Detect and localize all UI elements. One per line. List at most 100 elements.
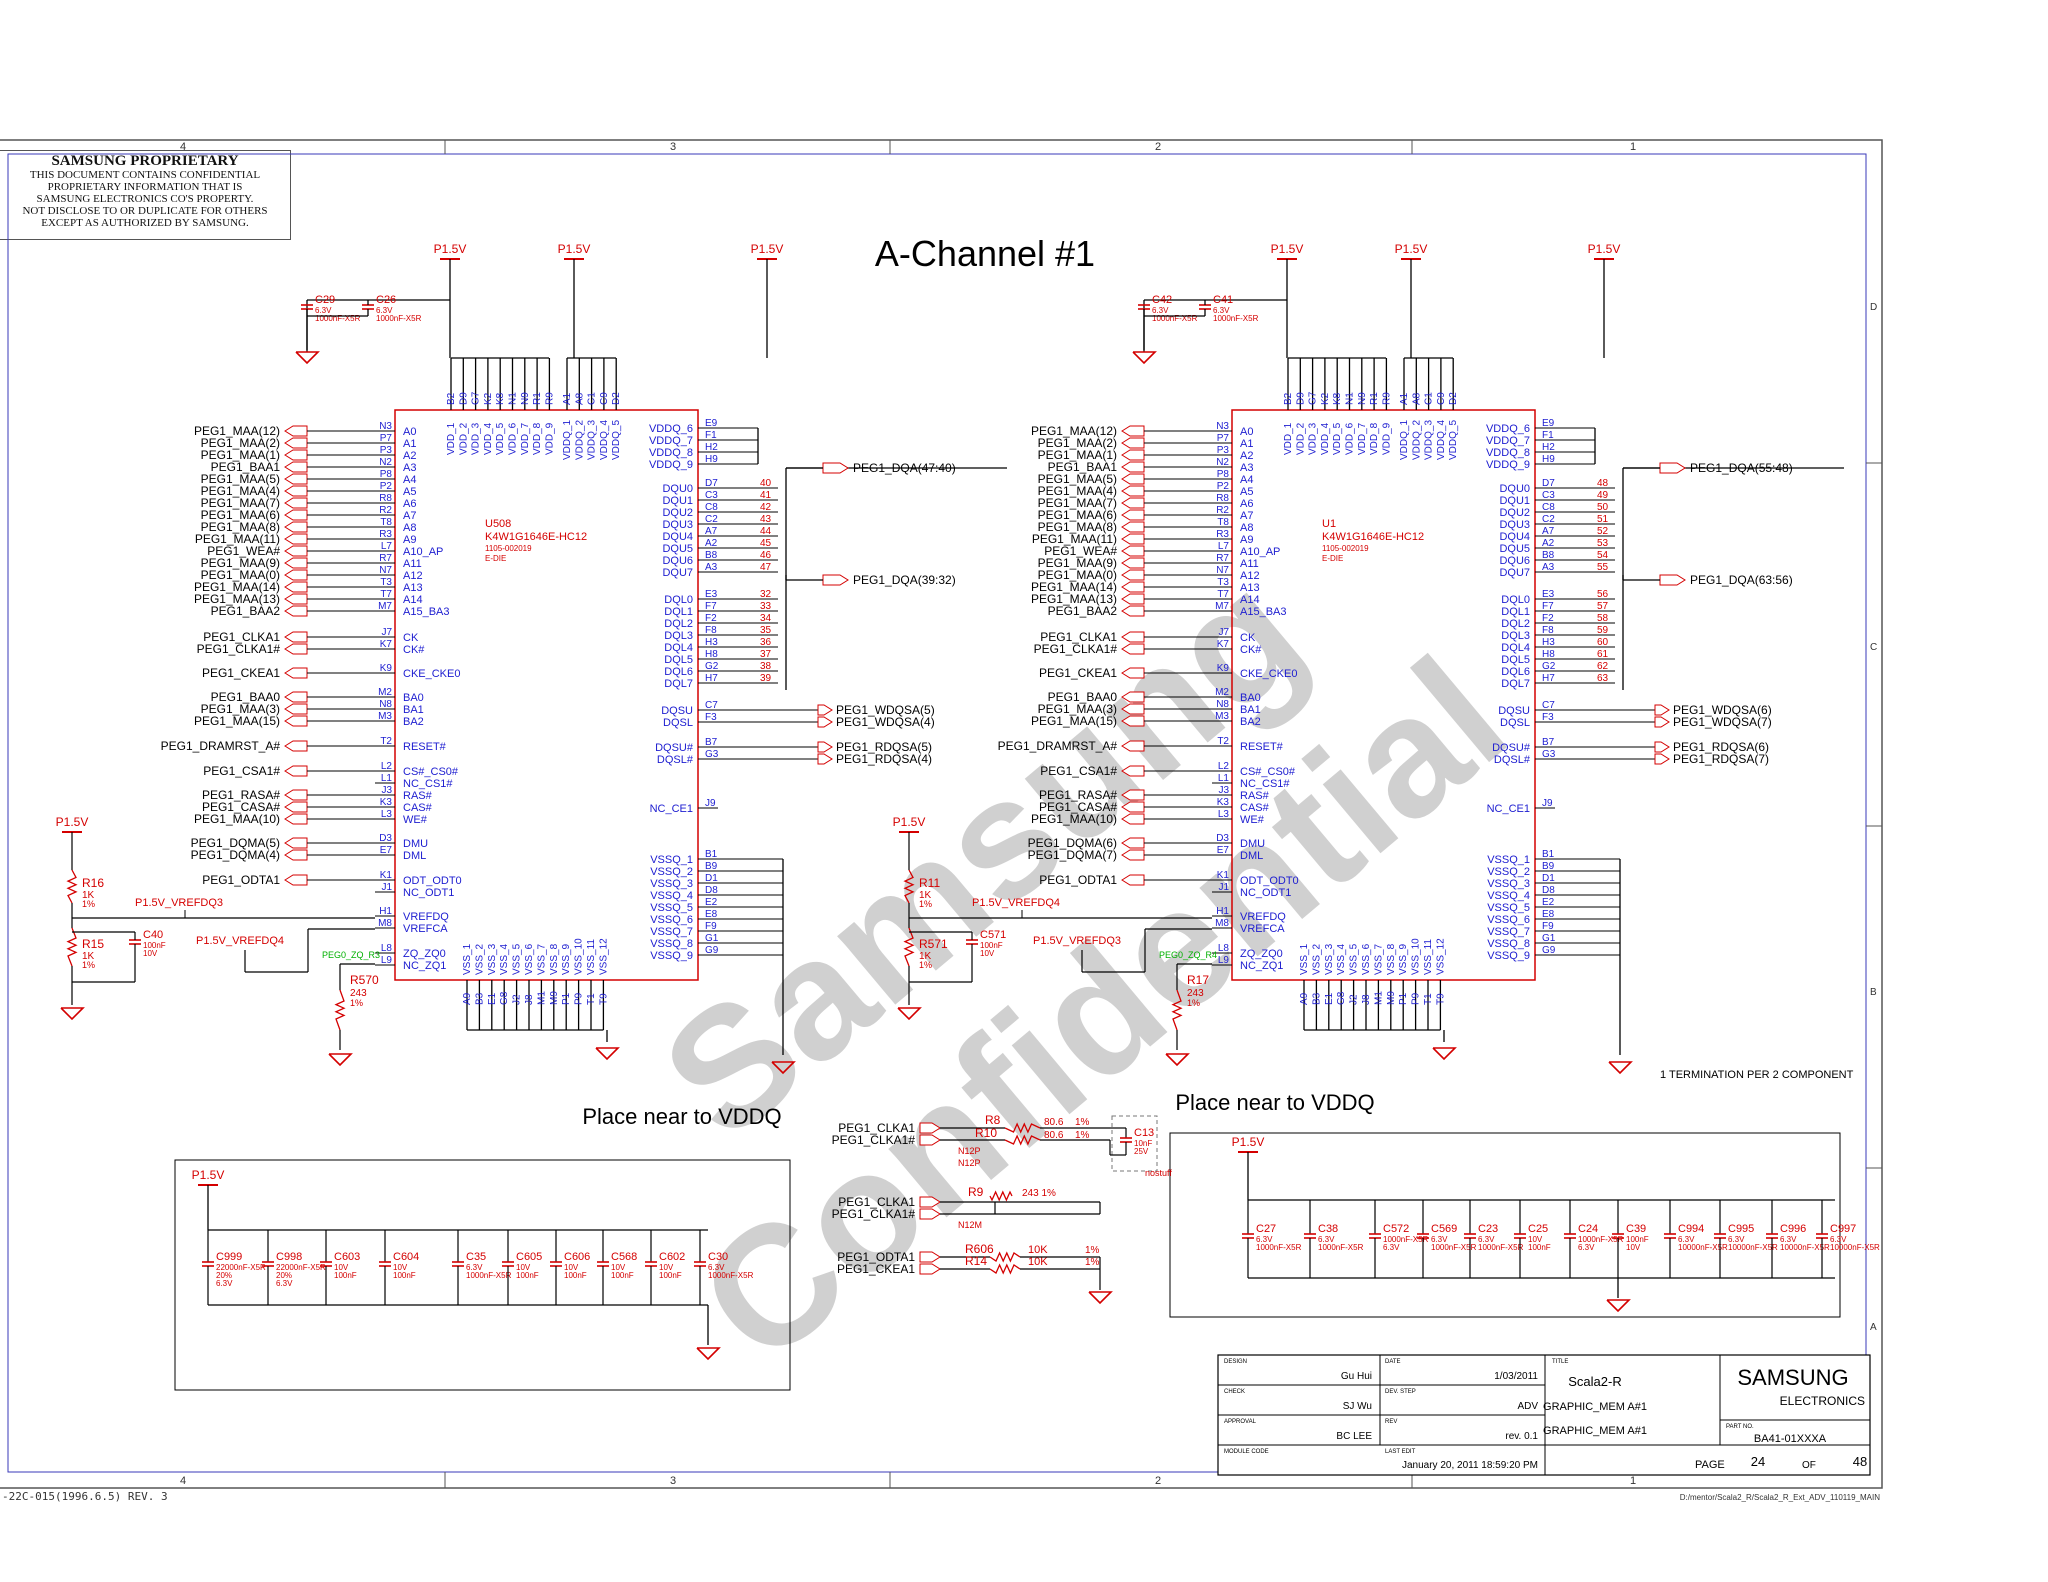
pin-label: VDDQ_6 xyxy=(649,423,693,435)
ground-symbol xyxy=(328,1053,353,1067)
pin-number: D2 xyxy=(611,392,622,405)
pin-label: RAS# xyxy=(403,790,433,802)
pin-label: A4 xyxy=(1240,474,1253,486)
pin-label: A9 xyxy=(403,534,416,546)
capacitor-value: 10000nF-X5R xyxy=(1830,1243,1880,1252)
offpage-connector xyxy=(284,703,308,715)
offpage-connector xyxy=(817,753,833,765)
capacitor-ref: C42 xyxy=(1152,294,1172,306)
capacitor-value: 6.3V xyxy=(1256,1235,1273,1244)
pin-label: DQL7 xyxy=(1501,678,1530,690)
pin-number: J2 xyxy=(512,994,523,1005)
net-label: N12P xyxy=(958,1158,981,1168)
ic-part-number: K4W1G1646E-HC12 xyxy=(485,531,587,543)
pin-number: L8 xyxy=(381,943,393,954)
offpage-connector xyxy=(284,497,308,509)
resistor-value: 1% xyxy=(1075,1130,1090,1141)
pin-number: P7 xyxy=(380,433,393,444)
pin-label: VSSQ_1 xyxy=(1487,854,1530,866)
ground-symbol xyxy=(295,351,320,365)
pin-number: R9 xyxy=(1381,392,1392,405)
pin-number: E7 xyxy=(380,845,393,856)
power-label: P1.5V xyxy=(1271,242,1304,256)
pin-number: P3 xyxy=(380,445,393,456)
net-label: PEG1_WEA# xyxy=(1044,544,1117,558)
pin-number: P2 xyxy=(380,481,393,492)
pin-label: BA0 xyxy=(1240,692,1261,704)
pin-label: VSS_3 xyxy=(1324,943,1335,975)
pin-number: H7 xyxy=(1542,673,1555,684)
bit-index: 46 xyxy=(760,550,772,561)
resistor xyxy=(334,989,346,1031)
pin-number: D1 xyxy=(1542,873,1555,884)
capacitor-value: 100nF xyxy=(611,1271,634,1280)
pin-label: VDD_1 xyxy=(1283,422,1294,455)
offpage-connector xyxy=(284,437,308,449)
net-label: PEG1_DQMA(4) xyxy=(191,848,280,862)
net-label: PEG1_CLKA1 xyxy=(1040,630,1117,644)
tb-subtitle: GRAPHIC_MEM A#1 xyxy=(1543,1425,1647,1437)
capacitor-value: 6.3V xyxy=(1152,306,1169,315)
ground-symbol xyxy=(595,1047,620,1061)
pin-number: L2 xyxy=(1218,761,1230,772)
pin-label: NC_ZQ1 xyxy=(1240,960,1283,972)
resistor-ref: R11 xyxy=(919,876,940,890)
net-label: PEG1_MAA(3) xyxy=(1038,702,1117,716)
pin-number: D8 xyxy=(705,885,718,896)
offpage-connector xyxy=(284,605,308,617)
ground-symbol xyxy=(295,351,320,365)
capacitor-value: 10V xyxy=(564,1263,579,1272)
pin-label: VDD_7 xyxy=(520,422,531,455)
pin-number: B1 xyxy=(1542,849,1555,860)
pin-number: C1 xyxy=(587,392,598,405)
pin-label: CK xyxy=(1240,632,1256,644)
pin-number: D2 xyxy=(1448,392,1459,405)
power-label: P1.5V xyxy=(893,815,926,829)
pin-number: F7 xyxy=(1542,601,1554,612)
pin-label: VSSQ_3 xyxy=(650,878,693,890)
offpage-connector xyxy=(919,1122,941,1134)
resistor-value: 1% xyxy=(1187,998,1200,1008)
pin-number: N9 xyxy=(1357,392,1368,405)
pin-number: F3 xyxy=(705,712,717,723)
bit-index: 38 xyxy=(760,661,772,672)
pin-number: G8 xyxy=(499,991,510,1005)
pin-label: DQL5 xyxy=(664,654,693,666)
ground-symbol xyxy=(1608,1061,1633,1075)
offpage-connector xyxy=(284,765,308,777)
pin-label: A11 xyxy=(403,558,422,570)
pin-label: A12 xyxy=(403,570,423,582)
offpage-connector xyxy=(284,691,308,703)
net-label: PEG1_CLKA1# xyxy=(1034,642,1118,656)
pin-number: D9 xyxy=(458,392,469,405)
proprietary-line: NOT DISCLOSE TO OR DUPLICATE FOR OTHERS xyxy=(22,205,268,217)
pin-label: VSSQ_5 xyxy=(650,902,693,914)
offpage-connector xyxy=(284,789,308,801)
net-label: PEG1_DQMA(6) xyxy=(1028,836,1117,850)
pin-number: A7 xyxy=(705,526,718,537)
pin-label: VDDQ_5 xyxy=(1448,420,1459,460)
capacitor-value: 10V xyxy=(516,1263,531,1272)
pin-number: N7 xyxy=(379,565,392,576)
offpage-connector xyxy=(284,557,308,569)
pin-label: VSSQ_8 xyxy=(1487,938,1530,950)
pin-number: B1 xyxy=(705,849,718,860)
ground-symbol xyxy=(897,1007,922,1021)
offpage-connector xyxy=(1121,437,1145,449)
net-label: PEG1_MAA(0) xyxy=(201,568,280,582)
bit-index: 40 xyxy=(760,478,772,489)
pin-number: F8 xyxy=(1542,625,1554,636)
tb-label: MODULE CODE xyxy=(1224,1449,1269,1455)
net-label: PEG1_MAA(14) xyxy=(1031,580,1117,594)
pin-label: VDDQ_9 xyxy=(1486,459,1530,471)
pin-label: A11 xyxy=(1240,558,1259,570)
net-label: PEG1_MAA(12) xyxy=(1031,424,1117,438)
pin-number: H9 xyxy=(705,454,718,465)
net-label: PEG1_MAA(10) xyxy=(194,812,280,826)
ground-symbol xyxy=(1165,1053,1190,1067)
offpage-connector xyxy=(284,667,308,679)
resistor-ref: R570 xyxy=(350,973,379,987)
pin-number: B2 xyxy=(446,392,457,405)
bit-index: 39 xyxy=(760,673,772,684)
ic-code: 1105-002019 xyxy=(485,544,532,553)
